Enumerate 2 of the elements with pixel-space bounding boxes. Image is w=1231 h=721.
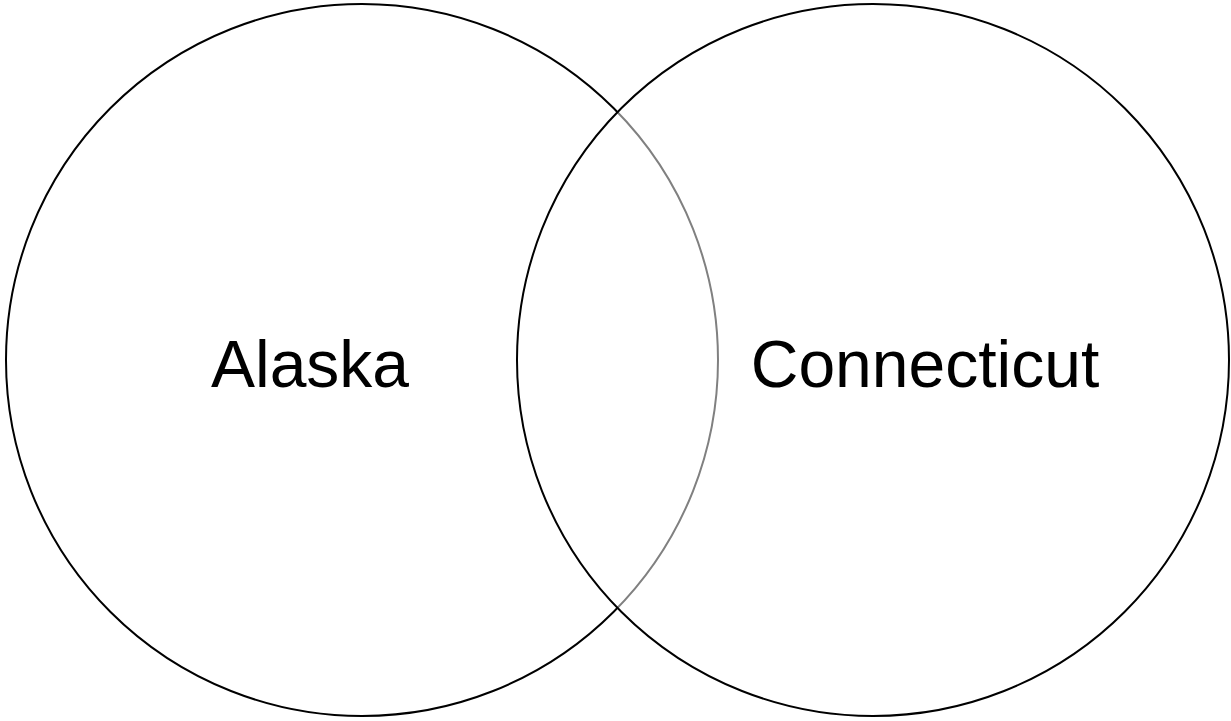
set-label: Alaska — [210, 326, 410, 402]
set-label: Connecticut — [750, 326, 1100, 402]
